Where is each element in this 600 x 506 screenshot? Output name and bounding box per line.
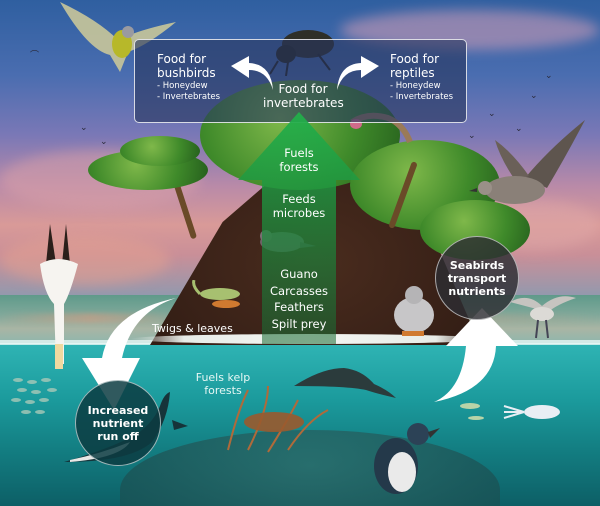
lobster-kelp-icon — [227, 385, 329, 453]
bird-silhouette-icon: ⌄ — [100, 137, 108, 147]
kelp-line1: Fuels kelp — [195, 371, 251, 384]
seabirds-transport-nutrients-circle: Seabirds transport nutrients — [435, 236, 519, 320]
arrow-text-line: microbes — [272, 206, 326, 220]
gecko-icon — [192, 280, 240, 308]
curved-arrow-left-icon — [231, 56, 273, 90]
food-for-invertebrates: Food for invertebrates — [263, 82, 344, 110]
invertebrates-line1: Food for — [278, 82, 328, 96]
tree-canopy — [120, 136, 200, 166]
bird-silhouette-icon: ⌄ — [488, 109, 496, 119]
bird-silhouette-icon: ⌄ — [80, 123, 88, 133]
bushbirds-title-line1: Food for — [157, 52, 207, 66]
arrow-text-line: forests — [279, 160, 319, 174]
chick-icon — [394, 286, 434, 336]
reptiles-item: - Invertebrates — [390, 91, 454, 102]
prion-icon — [510, 296, 576, 339]
twigs-leaves-label: Twigs & leaves — [152, 322, 233, 335]
feeds-microbes-label: Feeds microbes — [238, 192, 360, 220]
food-for-reptiles: Food for reptiles - Honeydew - Invertebr… — [390, 52, 453, 102]
petrel-icon — [469, 120, 585, 204]
little-penguin-icon — [374, 423, 440, 494]
bird-silhouette-icon: ⌄ — [530, 91, 538, 101]
arrow-text-line: Feeds — [282, 192, 316, 206]
seabirds-circle-text: Seabirds transport nutrients — [448, 259, 507, 298]
food-for-bushbirds: Food for bushbirds - Honeydew - Inverteb… — [157, 52, 220, 102]
cormorant-swimming-icon — [294, 368, 396, 398]
cloud — [0, 235, 170, 285]
circle-line: run off — [97, 429, 139, 443]
increased-nutrient-runoff-circle: Increased nutrient run off — [75, 380, 161, 466]
runoff-circle-text: Increased nutrient run off — [88, 404, 149, 443]
arrow-text-line: Fuels — [284, 146, 314, 160]
source-feathers: Feathers — [274, 300, 324, 314]
nutrient-sources-list: Guano Carcasses Feathers Spilt prey — [238, 266, 360, 332]
kelp-line2: forests — [204, 384, 242, 397]
bushbirds-title-line2: bushbirds — [157, 66, 216, 80]
circle-line: Increased — [87, 403, 149, 417]
food-web-info-box: Food for bushbirds - Honeydew - Inverteb… — [134, 39, 467, 123]
bird-silhouette-icon: ⌄ — [545, 71, 553, 81]
source-guano: Guano — [280, 267, 318, 281]
invertebrates-line2: invertebrates — [263, 96, 344, 110]
circle-line: transport — [447, 271, 507, 285]
bushbirds-item: - Invertebrates — [157, 91, 221, 102]
bird-silhouette-icon: ⌒ — [30, 51, 40, 61]
circle-line: nutrients — [448, 284, 506, 298]
bushbird-icon — [60, 2, 176, 72]
squid-icon — [503, 405, 560, 419]
circle-line: Seabirds — [449, 258, 505, 272]
circle-line: nutrient — [92, 416, 144, 430]
bushbirds-item: - Honeydew — [157, 81, 208, 91]
reptiles-title-line2: reptiles — [390, 66, 435, 80]
reptiles-title-line1: Food for — [390, 52, 440, 66]
reptiles-item: - Honeydew — [390, 81, 441, 91]
fuels-kelp-label: Fuels kelp forests — [188, 371, 258, 397]
bird-silhouette-icon: ⌄ — [515, 124, 523, 134]
fuels-forests-label: Fuels forests — [238, 146, 360, 174]
seabird-transport-up-arrow-icon — [434, 308, 518, 402]
source-spilt-prey: Spilt prey — [271, 316, 327, 331]
gannet-icon — [40, 224, 78, 369]
fish-icon — [460, 403, 484, 420]
source-carcasses: Carcasses — [270, 283, 328, 298]
fish-school-icon — [11, 378, 57, 414]
curved-arrow-right-icon — [337, 56, 379, 90]
bird-silhouette-icon: ⌄ — [468, 131, 476, 141]
nutrient-up-arrow-icon — [238, 112, 360, 344]
